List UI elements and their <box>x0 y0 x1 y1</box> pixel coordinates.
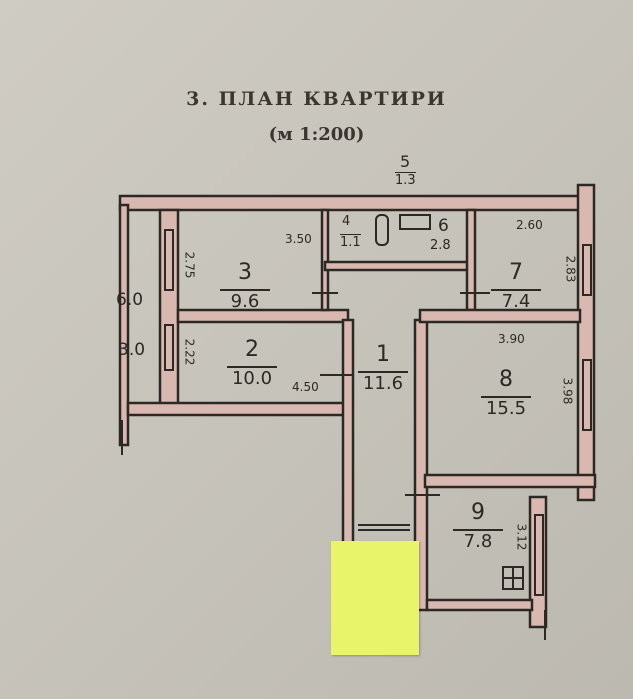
room-3-area: 9.6 <box>220 289 270 312</box>
sticky-note <box>331 541 419 655</box>
balcony-total: 6.0 <box>116 290 144 310</box>
room-7-area: 7.4 <box>491 289 541 312</box>
wall-7-bottom <box>418 308 582 324</box>
window-icon <box>582 244 592 296</box>
room-9-area: 7.8 <box>453 529 503 552</box>
dim-room3-width: 3.50 <box>285 232 312 246</box>
wall-bath-left <box>320 208 330 312</box>
dim-room2-width: 4.50 <box>292 380 319 394</box>
wall-bath-bottom <box>323 260 475 272</box>
wall-2-bottom <box>126 401 348 417</box>
room-8-area: 15.5 <box>481 396 531 419</box>
bathtub-icon <box>399 214 431 230</box>
plan-scale: (м 1:200) <box>268 124 365 145</box>
room-5-area: 1.3 <box>395 172 416 188</box>
room-3-number: 3 <box>238 260 252 285</box>
room-2-area: 10.0 <box>227 366 277 389</box>
window-icon <box>164 324 174 371</box>
wall-right <box>576 183 596 502</box>
balcony-area: 3.0 <box>118 340 146 360</box>
window-icon <box>534 514 544 596</box>
dim-room8-width: 3.90 <box>498 332 525 346</box>
room-5-number: 5 <box>400 152 411 171</box>
plan-title: 3. ПЛАН КВАРТИРИ <box>186 88 447 110</box>
wall-3-2 <box>176 308 350 324</box>
dim-room9-depth: 3.12 <box>514 523 529 551</box>
room-9-number: 9 <box>471 500 485 525</box>
window-icon <box>164 229 174 291</box>
wall-9-bottom <box>425 598 534 612</box>
wall-balcony <box>158 208 180 412</box>
wall-top <box>118 194 582 212</box>
fixtures <box>121 214 592 640</box>
room-7-number: 7 <box>509 260 523 285</box>
dim-room2-depth: 2.22 <box>182 338 197 366</box>
room-8-number: 8 <box>499 367 513 392</box>
wall-balcony-outer <box>118 203 130 447</box>
dim-room7-width: 2.60 <box>516 218 543 232</box>
dim-room7-depth: 2.83 <box>563 255 578 283</box>
wall-7-left <box>465 208 477 312</box>
room-1-number: 1 <box>376 342 390 367</box>
dim-room3-depth: 2.75 <box>182 251 197 279</box>
room-6-number: 6 <box>438 216 449 236</box>
room-6-area: 2.8 <box>430 238 451 253</box>
room-4-number: 4 <box>342 214 351 229</box>
room-2-number: 2 <box>245 337 259 362</box>
room-4-area: 1.1 <box>340 234 361 250</box>
window-icon <box>582 359 592 431</box>
wall-hall-left <box>341 318 355 547</box>
toilet-icon <box>375 214 389 246</box>
wall-8-9 <box>423 473 597 489</box>
dim-room8-depth: 3.98 <box>560 377 575 405</box>
room-1-area: 11.6 <box>358 371 408 394</box>
